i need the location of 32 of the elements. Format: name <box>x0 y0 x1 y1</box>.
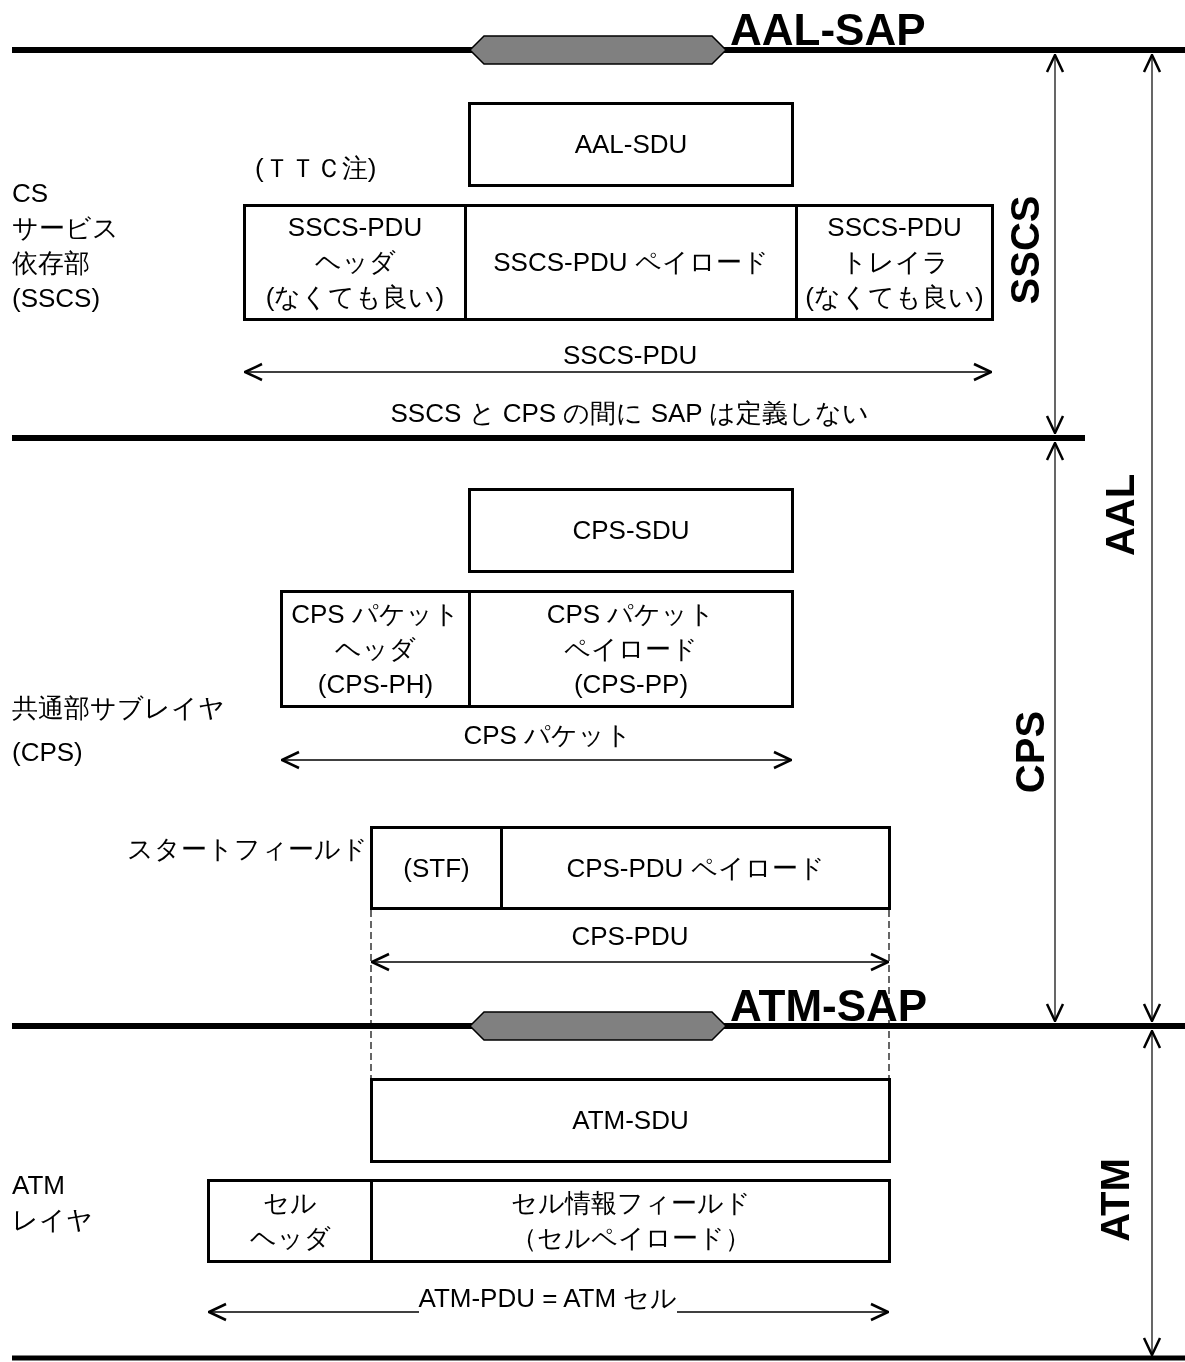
layer-span-label: CPS <box>1010 710 1051 794</box>
connector-line <box>370 909 372 1079</box>
payload-field-box: SSCS-PDU ペイロード <box>464 204 798 321</box>
layer-name: ATM <box>12 1170 65 1200</box>
sap-symbol <box>468 1011 728 1041</box>
layer-name: サービス <box>12 213 119 243</box>
layer-span-label: AAL <box>1100 473 1141 557</box>
header-field-box: セル ヘッダ <box>207 1179 373 1263</box>
field-name: スタートフィールド <box>127 834 368 864</box>
sap-name: AAL-SAP <box>730 8 926 52</box>
sap-name: ATM-SAP <box>730 984 928 1028</box>
layer-name: (CPS) <box>12 737 83 767</box>
start-field-box: (STF) <box>370 826 503 910</box>
data-unit-box: ATM-SDU <box>370 1078 891 1163</box>
layer-span-label: ATM <box>1094 1158 1135 1242</box>
layer-name: 依存部 <box>12 248 90 278</box>
header-field-box: CPS パケット ヘッダ (CPS-PH) <box>280 590 471 708</box>
layer-span-label: SSCS <box>1004 195 1045 305</box>
trailer-field-box: SSCS-PDU トレイラ (なくても良い) <box>795 204 994 321</box>
layer-name: レイヤ <box>12 1205 93 1235</box>
layer-name: (SSCS) <box>12 283 101 313</box>
data-unit-box: CPS-SDU <box>468 488 794 573</box>
payload-field-box: CPS-PDU ペイロード <box>500 826 891 910</box>
header-field-box: SSCS-PDU ヘッダ (なくても良い) <box>243 204 467 321</box>
payload-field-box: セル情報フィールド （セルペイロード） <box>370 1179 891 1263</box>
note-text: SSCS と CPS の間に SAP は定義しない <box>390 398 870 428</box>
layer-name: 共通部サブレイヤ <box>12 693 225 723</box>
data-unit-box: AAL-SDU <box>468 102 794 187</box>
layer-name: CS <box>12 178 49 208</box>
payload-field-box: CPS パケット ペイロード (CPS-PP) <box>468 590 794 708</box>
connector-line <box>888 909 890 1079</box>
sap-symbol <box>468 35 728 65</box>
